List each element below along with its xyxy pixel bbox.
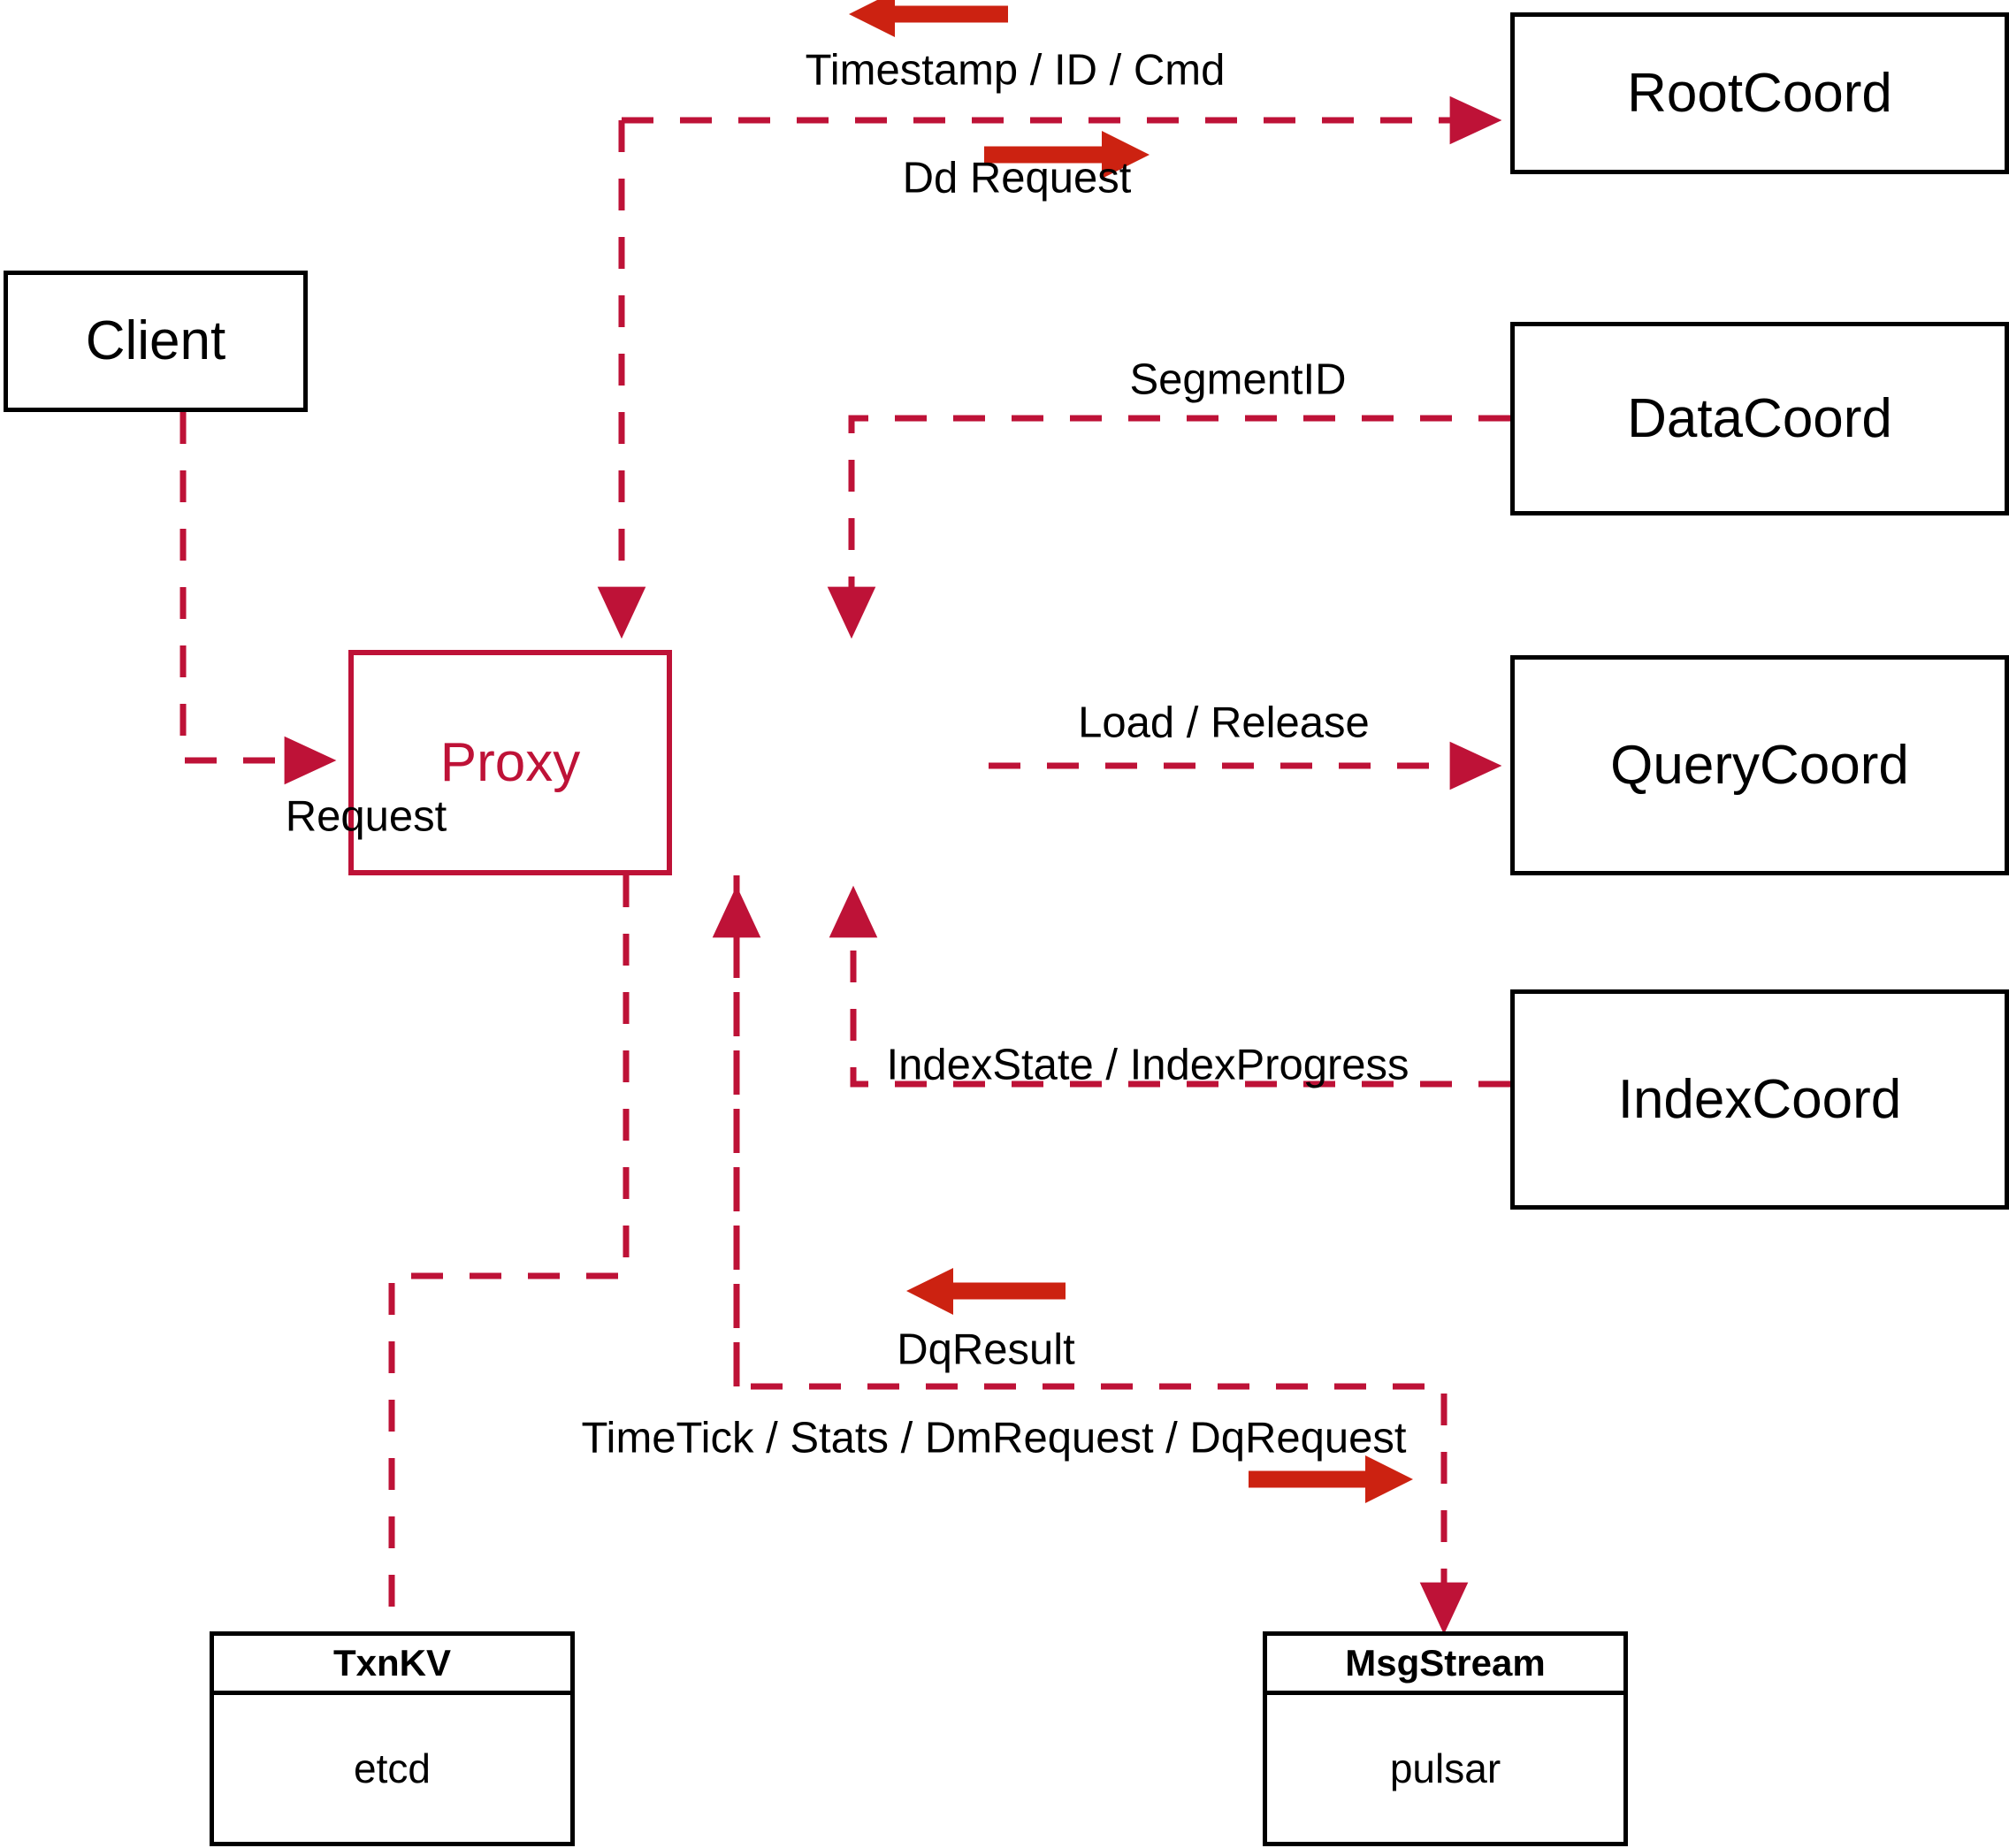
node-querycoord-label: QueryCoord (1610, 734, 1909, 796)
edge-label-dd-request: Dd Request (902, 154, 1132, 202)
edge-label-dq-result: DqResult (897, 1325, 1075, 1374)
node-msgstream-header: MsgStream (1267, 1636, 1623, 1695)
node-indexcoord[interactable]: IndexCoord (1510, 989, 2009, 1210)
edge-label-load-release: Load / Release (1078, 699, 1370, 747)
edge-proxy-to-txnkv (388, 875, 630, 1631)
node-msgstream-body: pulsar (1267, 1695, 1623, 1842)
edge-client-to-proxy (180, 412, 337, 785)
annotation-arrow-dd-request-right (984, 131, 1150, 179)
node-client-label: Client (85, 310, 226, 371)
node-msgstream-title: MsgStream (1345, 1642, 1546, 1684)
node-proxy[interactable]: Proxy (348, 650, 672, 875)
node-datacoord[interactable]: DataCoord (1510, 322, 2009, 515)
annotation-arrow-timetick-right (1249, 1455, 1413, 1503)
node-indexcoord-label: IndexCoord (1617, 1068, 1902, 1130)
node-txnkv-impl: etcd (354, 1745, 431, 1791)
edge-indexcoord-to-proxy (829, 885, 1510, 1088)
node-msgstream-impl: pulsar (1389, 1745, 1501, 1791)
annotation-arrow-dqresult-left (906, 1268, 1066, 1315)
node-txnkv-body: etcd (214, 1695, 570, 1842)
edge-datacoord-to-proxy (827, 415, 1510, 639)
edge-label-request: Request (285, 792, 447, 841)
edge-label-segment-id: SegmentID (1129, 355, 1347, 404)
annotation-arrow-timestamp-left (849, 0, 1008, 37)
node-txnkv[interactable]: TxnKV etcd (210, 1631, 575, 1846)
edge-proxy-to-msgstream (733, 875, 1469, 1635)
node-rootcoord-label: RootCoord (1627, 62, 1892, 124)
node-txnkv-title: TxnKV (332, 1642, 451, 1684)
node-datacoord-label: DataCoord (1627, 387, 1892, 449)
node-txnkv-header: TxnKV (214, 1636, 570, 1695)
node-msgstream[interactable]: MsgStream pulsar (1263, 1631, 1628, 1846)
edge-label-timetick-stats: TimeTick / Stats / DmRequest / DqRequest (581, 1414, 1407, 1462)
node-client[interactable]: Client (4, 271, 308, 412)
node-proxy-label: Proxy (439, 731, 581, 793)
node-querycoord[interactable]: QueryCoord (1510, 655, 2009, 875)
edge-label-index-state-progress: IndexState / IndexProgress (886, 1041, 1409, 1089)
edge-label-timestamp-id-cmd: Timestamp / ID / Cmd (805, 46, 1226, 95)
node-rootcoord[interactable]: RootCoord (1510, 12, 2009, 174)
